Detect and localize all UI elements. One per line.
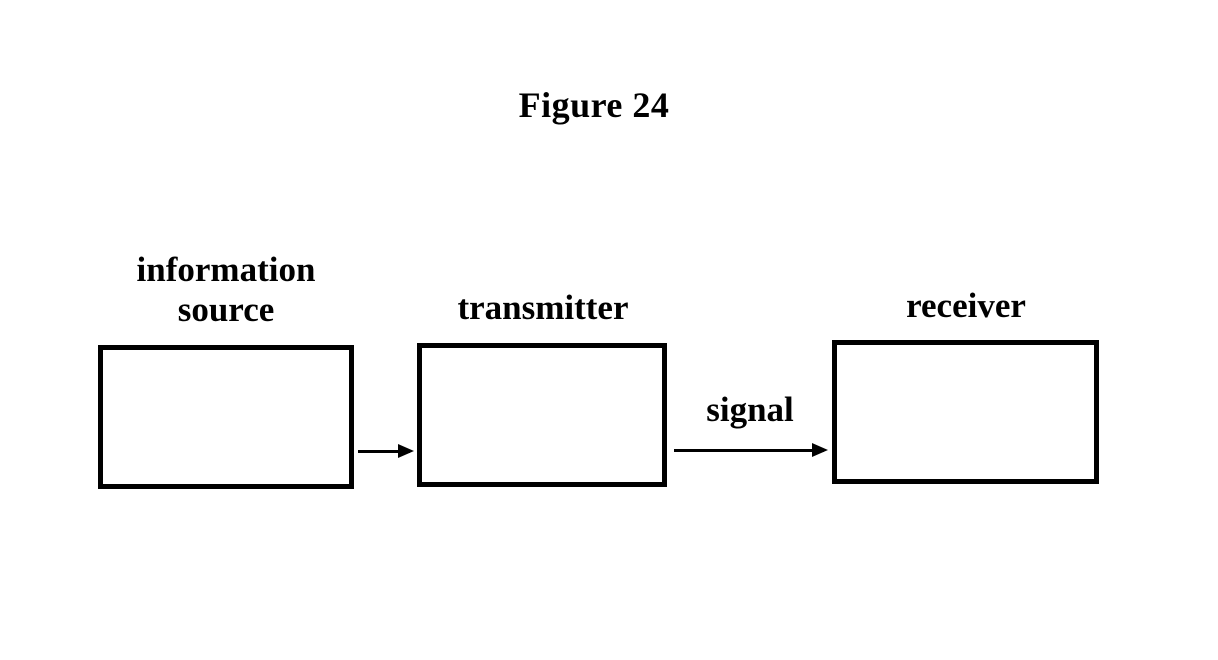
information-source-box	[98, 345, 354, 489]
receiver-box	[832, 340, 1099, 484]
transmitter-to-receiver-arrow	[674, 443, 828, 457]
figure-title: Figure 24	[518, 85, 670, 125]
signal-label: signal	[706, 390, 794, 429]
information-source-label: information source	[100, 250, 352, 330]
information-source-label-line1: information	[136, 250, 316, 289]
information-source-label-line2: source	[177, 290, 275, 329]
receiver-label: receiver	[906, 286, 1026, 325]
source-to-transmitter-arrow	[358, 444, 414, 458]
transmitter-box	[417, 343, 667, 487]
arrowhead-icon	[812, 443, 828, 457]
transmitter-label: transmitter	[457, 288, 629, 327]
arrowhead-icon	[398, 444, 414, 458]
